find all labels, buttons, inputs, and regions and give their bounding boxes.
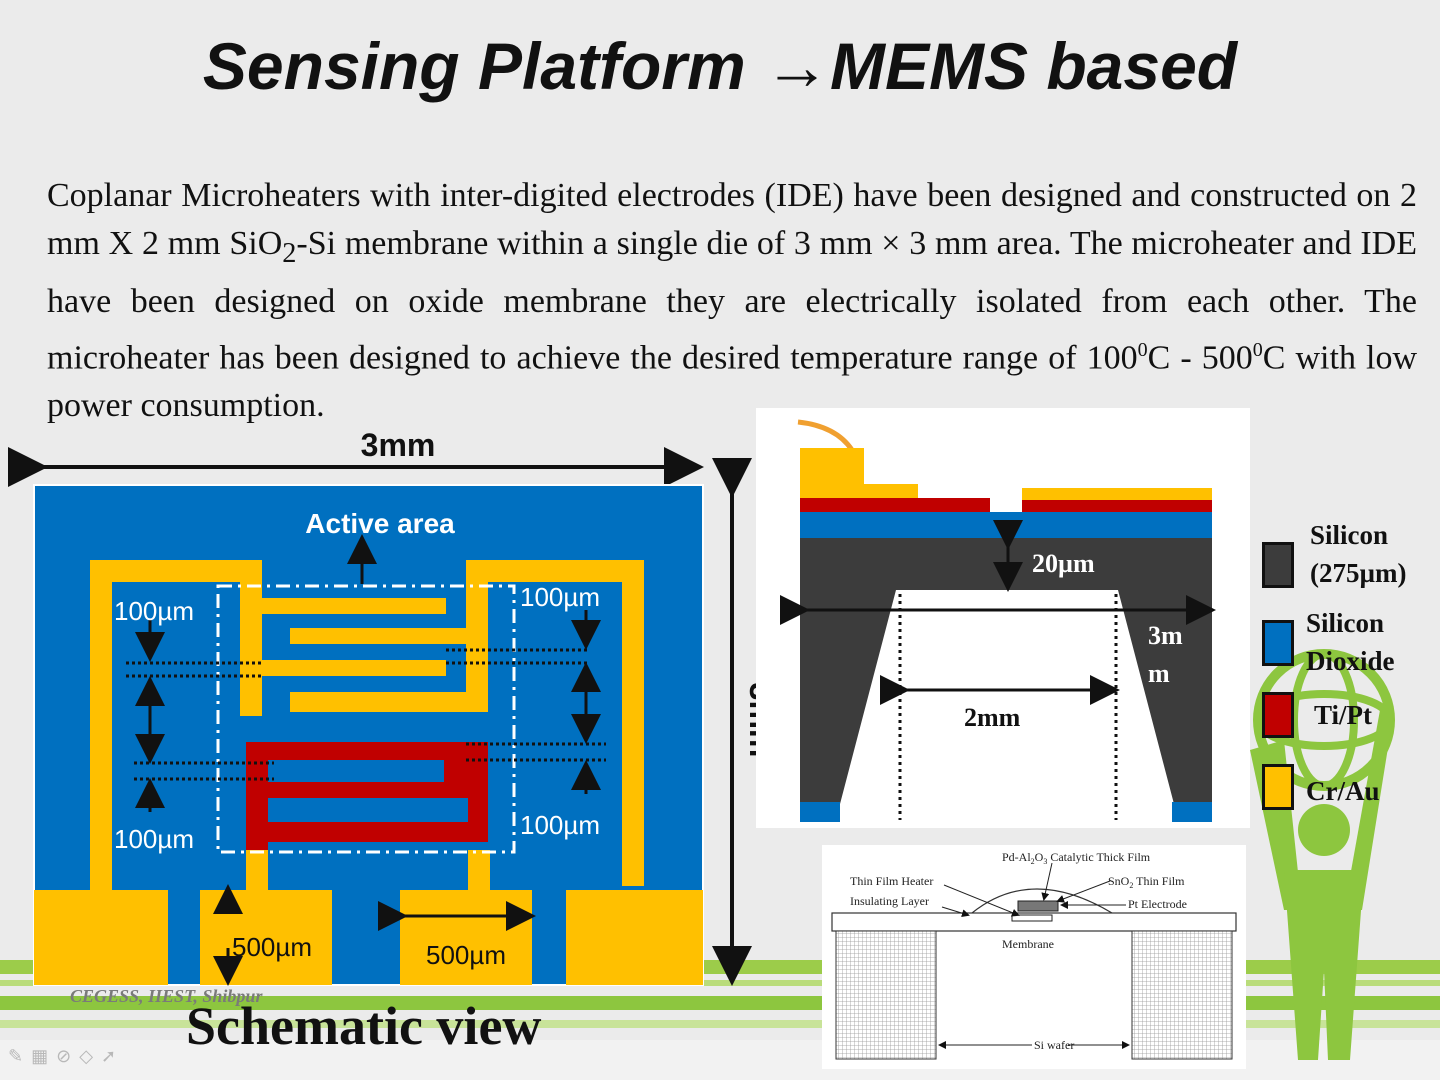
legend-oxide-line2: Dioxide bbox=[1306, 646, 1395, 676]
dim-bottom-left: 100µm bbox=[114, 824, 194, 854]
legend-silicon-line2: (275µm) bbox=[1310, 558, 1407, 588]
membrane-width-label: 2mm bbox=[964, 703, 1021, 732]
paragraph-text-2: -Si membrane within a single die of 3 mm… bbox=[47, 225, 1418, 377]
credit-text: CEGESS, IIEST, Shibpur bbox=[70, 986, 263, 1006]
electrode-label: Pt Electrode bbox=[1128, 897, 1187, 911]
paragraph-text-1: Coplanar Microheaters with inter-digited… bbox=[47, 177, 1417, 262]
legend-label-silicon: Silicon (275µm) bbox=[1310, 516, 1407, 592]
schematic-diagram: 3mm Active area bbox=[8, 427, 779, 986]
insulating-label: Insulating Layer bbox=[850, 894, 929, 908]
highlighter-icon[interactable]: ⊘ bbox=[56, 1046, 80, 1066]
heater-label: Thin Film Heater bbox=[850, 874, 933, 888]
top-dimension-label: 3mm bbox=[361, 427, 436, 463]
superscript-0b: 0 bbox=[1252, 338, 1263, 361]
legend-swatch-tipt bbox=[1262, 692, 1294, 738]
paragraph-text-3: C - 500 bbox=[1147, 339, 1253, 377]
dim-pad-right: 500µm bbox=[426, 940, 506, 970]
dim-top-left: 100µm bbox=[114, 596, 194, 626]
legend-label-tipt: Ti/Pt bbox=[1314, 700, 1373, 730]
legend-oxide-line1: Silicon bbox=[1306, 608, 1385, 638]
schematic-caption: Schematic view bbox=[186, 996, 542, 1056]
legend-swatch-oxide bbox=[1262, 620, 1294, 666]
sno2-label: SnO2 Thin Film bbox=[1108, 874, 1185, 890]
legend-swatch-silicon bbox=[1262, 542, 1294, 588]
dim-bottom-right: 100µm bbox=[520, 810, 600, 840]
wafer-label: Si wafer bbox=[1034, 1038, 1074, 1052]
membrane-label: Membrane bbox=[1002, 937, 1054, 951]
presentation-toolbar[interactable]: ✎▦⊘◇➚ bbox=[8, 1046, 124, 1067]
description-paragraph: Coplanar Microheaters with inter-digited… bbox=[47, 172, 1417, 430]
pen-icon[interactable]: ✎ bbox=[8, 1046, 32, 1066]
legend-silicon-line1: Silicon bbox=[1310, 520, 1389, 550]
legend-label-crau: Cr/Au bbox=[1306, 776, 1380, 806]
cross-section-diagram: 20µm 3m m 2mm bbox=[756, 408, 1250, 828]
subscript-2: 2 bbox=[282, 237, 297, 269]
slides-icon[interactable]: ▦ bbox=[31, 1046, 57, 1066]
dim-top-right: 100µm bbox=[520, 582, 600, 612]
superscript-0a: 0 bbox=[1137, 338, 1148, 361]
paragraph-text-4: C with low power consumption. bbox=[47, 339, 1418, 425]
dim-pad-left: 500µm bbox=[232, 932, 312, 962]
width-label-b: m bbox=[1148, 659, 1170, 688]
green-logo-icon bbox=[1250, 649, 1395, 1060]
pointer-icon[interactable]: ➚ bbox=[101, 1046, 125, 1066]
slide-title: Sensing Platform →MEMS based bbox=[202, 29, 1238, 103]
active-area-label: Active area bbox=[305, 508, 455, 539]
legend-swatch-crau bbox=[1262, 764, 1294, 810]
thickness-label: 20µm bbox=[1032, 549, 1095, 578]
mems-sensor-sketch: Pd-Al2O3 Catalytic Thick Film Thin Film … bbox=[822, 845, 1246, 1069]
width-label-a: 3m bbox=[1148, 621, 1183, 650]
eraser-icon[interactable]: ◇ bbox=[79, 1046, 102, 1066]
catalytic-film-label: Pd-Al2O3 Catalytic Thick Film bbox=[1002, 850, 1151, 866]
